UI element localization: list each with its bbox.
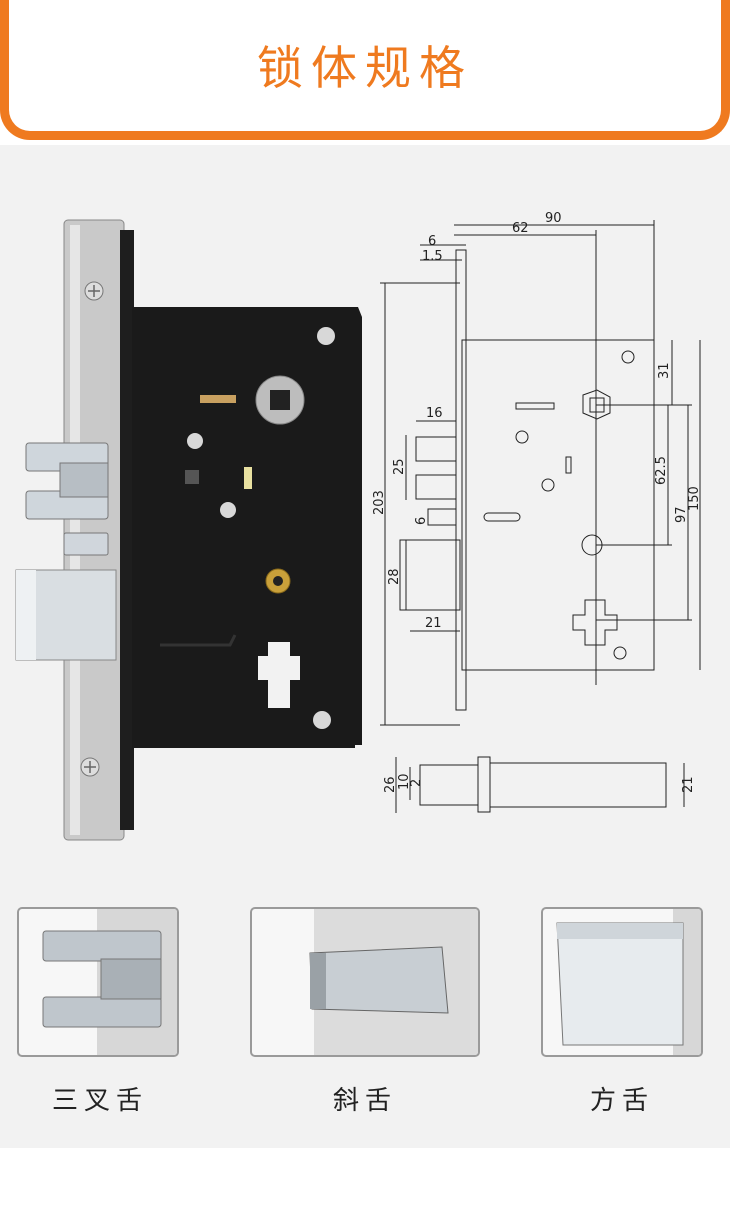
thumb-square-deadbolt xyxy=(541,907,703,1057)
dim-label: 28 xyxy=(387,568,402,585)
dim-label: 97 xyxy=(674,506,689,523)
dim-label: 150 xyxy=(687,486,702,511)
deadbolt-highlight xyxy=(16,570,36,660)
spec-section: 90 62 6 1.5 16 25 203 6 28 21 31 62.5 97… xyxy=(0,145,730,1148)
drawing-spindle xyxy=(582,389,611,420)
dim-label: 10 xyxy=(397,773,412,790)
bolt-type-label: 三叉舌 xyxy=(51,1086,148,1116)
drawing-cylinder-cutout xyxy=(572,599,618,646)
rivet-icon xyxy=(187,433,203,449)
spindle-square-hole xyxy=(270,390,290,410)
bolt-type-label: 方舌 xyxy=(589,1086,654,1116)
dim-label: 21 xyxy=(681,776,696,793)
dim-label: 62.5 xyxy=(654,456,669,485)
lever-pin xyxy=(185,470,199,484)
latch-spring xyxy=(200,395,236,403)
dim-label: 26 xyxy=(383,776,398,793)
thumb-triple-latch xyxy=(17,907,179,1057)
page-title: 锁体规格 xyxy=(257,41,473,95)
dim-label: 31 xyxy=(657,362,672,379)
dimension-drawing: 90 62 6 1.5 16 25 203 6 28 21 31 62.5 97… xyxy=(372,211,702,813)
slider-pin xyxy=(244,467,252,489)
rivet-icon xyxy=(313,711,331,729)
lock-body-photo xyxy=(15,219,362,841)
lock-case xyxy=(132,307,362,748)
triple-latch-thumb-image xyxy=(42,909,177,1055)
case-groove xyxy=(160,634,237,647)
triple-latch-middle xyxy=(59,462,109,498)
dim-label: 6 xyxy=(414,517,429,525)
dim-label: 1.5 xyxy=(422,249,443,264)
screw-icon xyxy=(80,757,100,777)
square-deadbolt-thumb-image xyxy=(556,909,701,1055)
bushing-hole xyxy=(273,576,283,586)
faceplate-edge xyxy=(120,230,134,830)
drawing-case xyxy=(461,339,655,671)
dim-label: 21 xyxy=(425,616,442,631)
slanted-latch xyxy=(63,532,109,556)
slanted-latch-thumb-image xyxy=(309,909,478,1055)
header-banner: 锁体规格 xyxy=(0,0,730,140)
thumb-slanted-latch xyxy=(250,907,480,1057)
rivet-icon xyxy=(317,327,335,345)
rivet-icon xyxy=(220,502,236,518)
faceplate-highlight xyxy=(70,225,80,835)
dim-label: 90 xyxy=(545,211,562,226)
drawing-faceplate xyxy=(455,249,467,711)
dim-label: 2 xyxy=(409,779,424,787)
cylinder-cutout xyxy=(258,642,300,708)
bolt-type-label: 斜舌 xyxy=(332,1086,397,1116)
dim-label: 203 xyxy=(372,490,387,515)
dim-label: 16 xyxy=(426,406,443,421)
dim-label: 25 xyxy=(392,458,407,475)
dim-label: 6 xyxy=(428,234,436,249)
dim-label: 62 xyxy=(512,221,529,236)
screw-icon xyxy=(84,281,104,301)
